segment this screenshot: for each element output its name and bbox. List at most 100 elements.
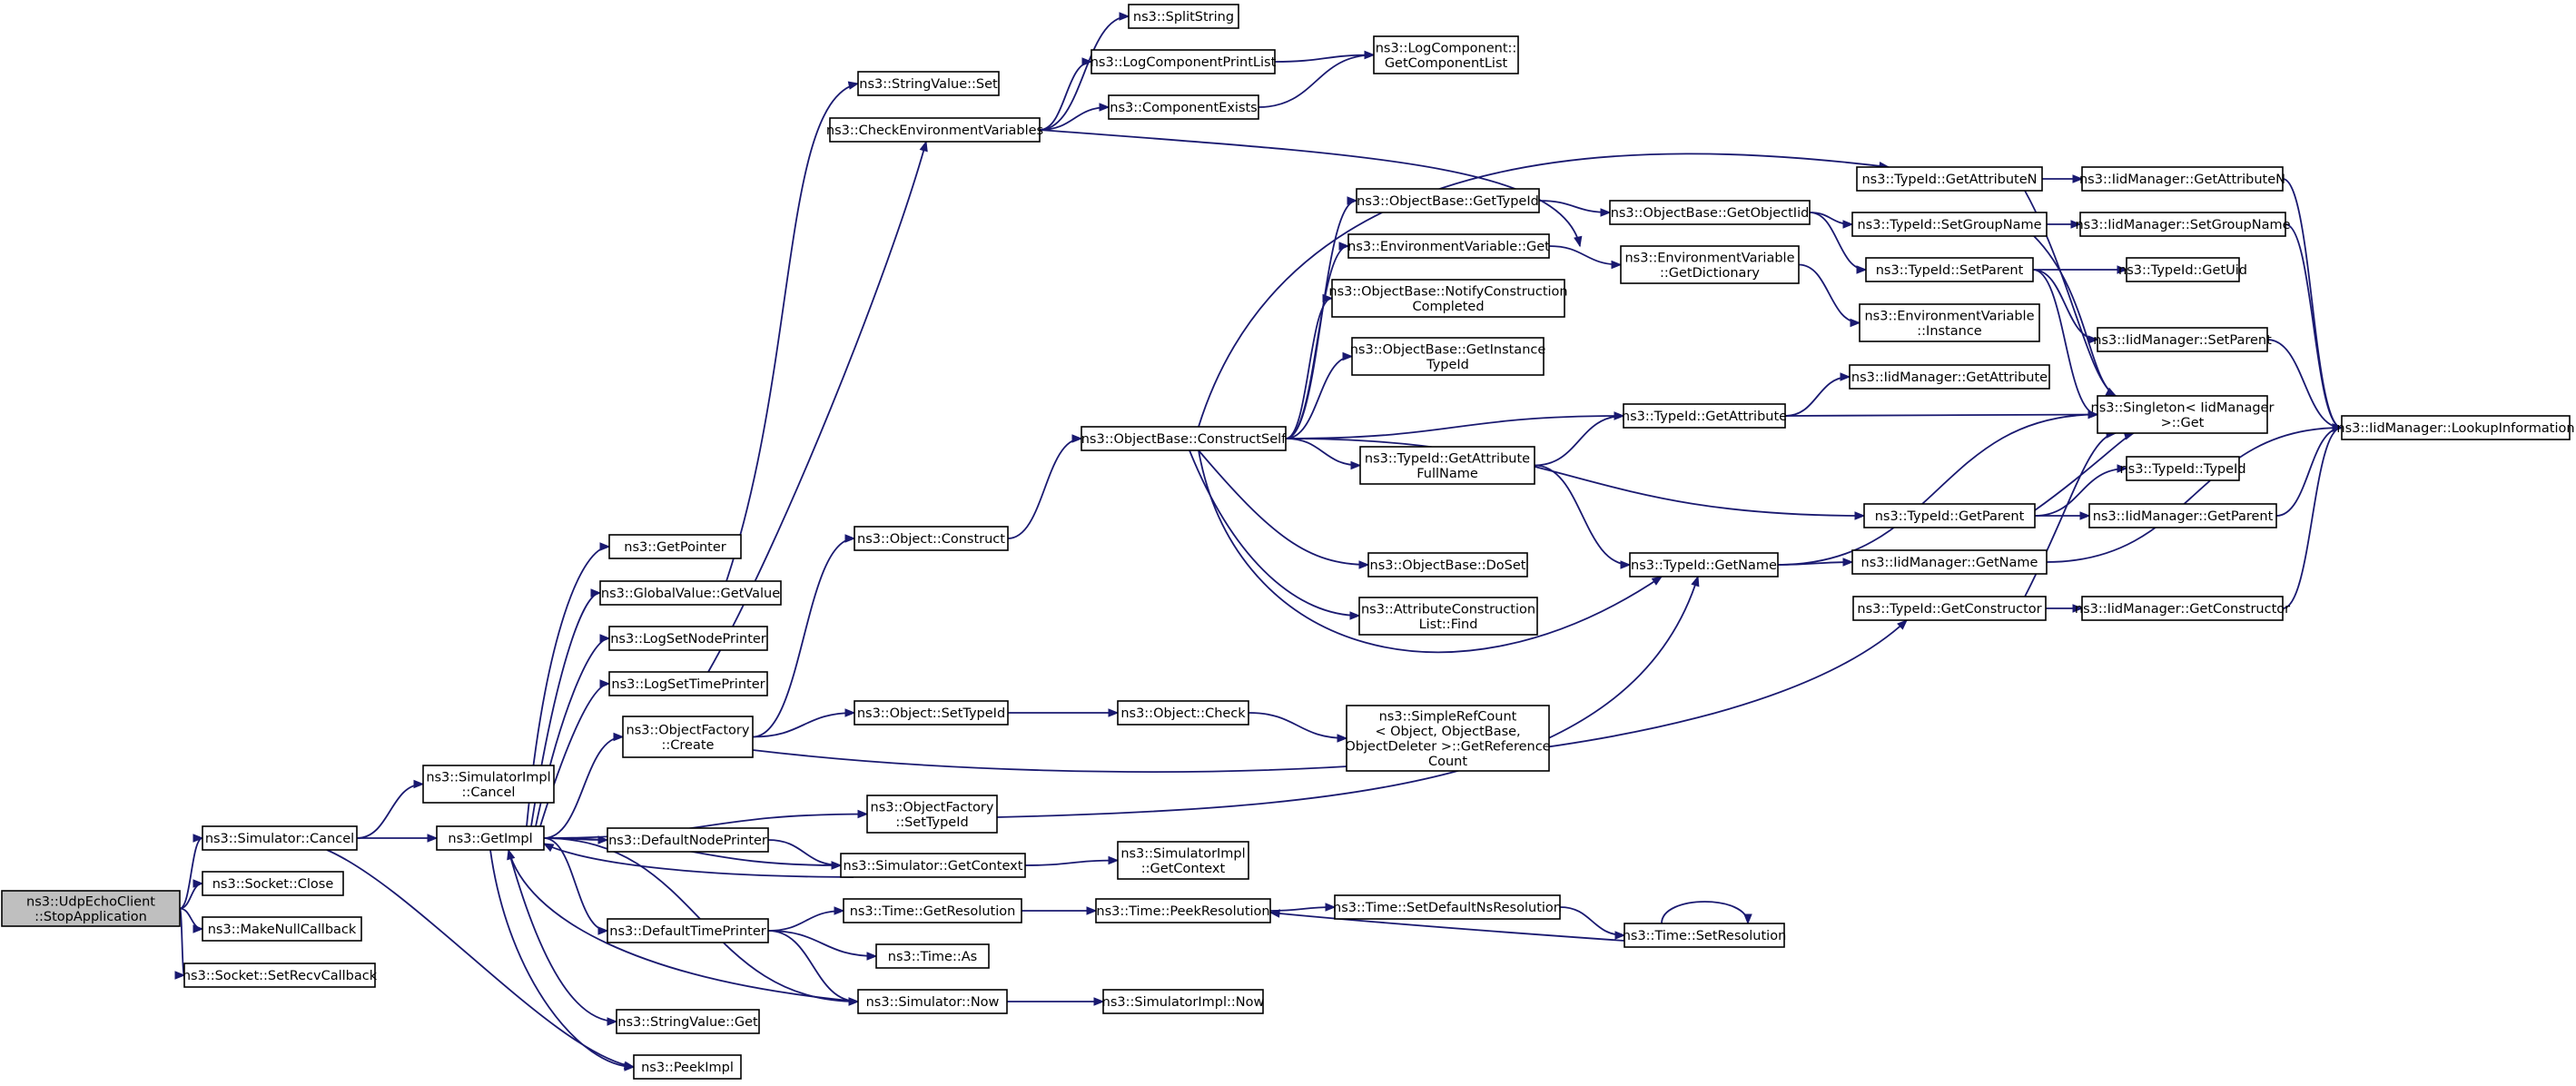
function-node-logSetTime[interactable]: ns3::LogSetTimePrinter — [608, 671, 768, 696]
call-edge-objFactCreate-to-tidGetCtor — [752, 619, 1908, 773]
call-edge-getImpl-to-svGet — [508, 849, 618, 1026]
call-edge-simNow-to-getImpl — [507, 848, 859, 1002]
function-node-gvGetValue[interactable]: ns3::GlobalValue::GetValue — [599, 580, 782, 606]
function-node-simImplGetContext[interactable]: ns3::SimulatorImpl::GetContext — [1117, 841, 1249, 880]
function-node-envInstance[interactable]: ns3::EnvironmentVariable::Instance — [1859, 303, 2040, 342]
function-node-obGetObjectIid[interactable]: ns3::ObjectBase::GetObjectIid — [1609, 200, 1811, 225]
function-node-getPointer[interactable]: ns3::GetPointer — [608, 534, 742, 559]
function-node-iidSetParent[interactable]: ns3::IidManager::SetParent — [2093, 327, 2272, 352]
function-node-iidGetAttr[interactable]: ns3::IidManager::GetAttribute — [1849, 364, 2050, 390]
call-edge-envVarGet-to-envGetDict — [1548, 245, 1623, 270]
node-label: ns3::ObjectBase::GetInstance — [1350, 342, 1546, 357]
function-node-objConstruct[interactable]: ns3::Object::Construct — [854, 526, 1009, 551]
function-node-tidGetAttr[interactable]: ns3::TypeId::GetAttribute — [1622, 403, 1787, 429]
node-label: ns3::StringValue::Get — [617, 1015, 758, 1030]
node-label: ns3::LogSetTimePrinter — [611, 677, 765, 692]
function-node-peekImpl[interactable]: ns3::PeekImpl — [633, 1054, 742, 1080]
function-node-timeGetRes[interactable]: ns3::Time::GetResolution — [843, 898, 1022, 923]
node-label: ns3::TypeId::GetConstructor — [1857, 602, 2041, 617]
call-edge-objConstruct-to-objBaseConstructSelf — [1007, 434, 1083, 539]
node-label: ns3::Socket::Close — [212, 877, 334, 892]
function-node-compExists[interactable]: ns3::ComponentExists — [1108, 94, 1259, 120]
function-node-obGetTypeId[interactable]: ns3::ObjectBase::GetTypeId — [1356, 188, 1540, 213]
function-node-tidGetUid[interactable]: ns3::TypeId::GetUid — [2118, 257, 2247, 282]
call-edge-simGetContext-to-getImpl — [542, 843, 854, 878]
function-node-tidGetCtor[interactable]: ns3::TypeId::GetConstructor — [1852, 596, 2047, 621]
function-node-iidGetParent[interactable]: ns3::IidManager::GetParent — [2088, 503, 2277, 528]
function-node-logCompPrint[interactable]: ns3::LogComponentPrintList — [1091, 49, 1277, 74]
function-node-simGetContext[interactable]: ns3::Simulator::GetContext — [840, 853, 1026, 878]
node-label: List::Find — [1419, 617, 1478, 632]
function-node-singleton[interactable]: ns3::Singleton< IidManager>::Get — [2091, 395, 2275, 434]
call-edge-simGetContext-to-simImplGetContext — [1024, 855, 1120, 866]
function-node-timeSetDefNs[interactable]: ns3::Time::SetDefaultNsResolution — [1333, 894, 1562, 920]
function-node-svGet[interactable]: ns3::StringValue::Get — [616, 1009, 760, 1034]
function-node-timeSetRes[interactable]: ns3::Time::SetResolution — [1623, 923, 1787, 948]
function-node-iidLookup[interactable]: ns3::IidManager::LookupInformation — [2336, 415, 2575, 440]
function-node-obNotify[interactable]: ns3::ObjectBase::NotifyConstructionCompl… — [1328, 279, 1568, 318]
node-label: Completed — [1412, 300, 1484, 314]
function-node-simImplNow[interactable]: ns3::SimulatorImpl::Now — [1102, 989, 1265, 1014]
function-node-simImplCancel[interactable]: ns3::SimulatorImpl::Cancel — [422, 765, 555, 804]
function-node-simCancel[interactable]: ns3::Simulator::Cancel — [202, 825, 358, 851]
function-node-simpleRef[interactable]: ns3::SimpleRefCount< Object, ObjectBase,… — [1345, 705, 1551, 772]
function-node-tidGetAttrN[interactable]: ns3::TypeId::GetAttributeN — [1856, 166, 2043, 192]
call-edge-root-to-makeNull — [179, 907, 204, 933]
function-node-envGetDict[interactable]: ns3::EnvironmentVariable::GetDictionary — [1620, 245, 1800, 284]
function-node-logSetNode[interactable]: ns3::LogSetNodePrinter — [608, 626, 768, 651]
node-label: ns3::ObjectBase::GetTypeId — [1357, 194, 1539, 209]
node-label: ns3::ObjectBase::GetObjectIid — [1611, 206, 1810, 221]
function-node-getImpl[interactable]: ns3::GetImpl — [436, 825, 545, 851]
node-label: ns3::EnvironmentVariable::Get — [1347, 240, 1550, 254]
call-edge-iidGetName-to-iidLookup — [2046, 423, 2344, 563]
function-node-timeAs[interactable]: ns3::Time::As — [875, 943, 990, 969]
function-node-tidGetParent[interactable]: ns3::TypeId::GetParent — [1863, 503, 2036, 528]
function-node-tidSetParent[interactable]: ns3::TypeId::SetParent — [1865, 257, 2034, 282]
function-node-iidGetCtor[interactable]: ns3::IidManager::GetConstructor — [2075, 596, 2290, 621]
function-node-envVarGet[interactable]: ns3::EnvironmentVariable::Get — [1347, 233, 1550, 259]
node-label: ns3::IidManager::GetAttribute — [1851, 370, 2048, 385]
call-edge-objCheck-to-simpleRef — [1248, 712, 1348, 743]
call-edge-tidSetParent-to-singleton — [2032, 269, 2099, 420]
function-node-simNow[interactable]: ns3::Simulator::Now — [857, 989, 1008, 1014]
call-edge-simCancel-to-getImpl — [356, 834, 439, 843]
function-node-makeNull[interactable]: ns3::MakeNullCallback — [202, 916, 362, 942]
function-node-splitString[interactable]: ns3::SplitString — [1128, 4, 1239, 29]
node-label: < Object, ObjectBase, — [1375, 725, 1520, 739]
node-label: Count — [1428, 755, 1467, 769]
node-label: ns3::Time::SetResolution — [1623, 929, 1787, 943]
function-node-defTimePrinter[interactable]: ns3::DefaultTimePrinter — [607, 918, 769, 943]
function-node-root[interactable]: ns3::UdpEchoClient::StopApplication — [1, 890, 181, 927]
node-label: ns3::IidManager::SetParent — [2093, 333, 2272, 348]
function-node-svSet[interactable]: ns3::StringValue::Set — [857, 71, 1000, 96]
function-node-timePeekRes[interactable]: ns3::Time::PeekResolution — [1095, 898, 1271, 923]
function-node-objSetTypeId[interactable]: ns3::Object::SetTypeId — [854, 700, 1009, 726]
call-edge-tidGetParent-to-singleton — [2034, 431, 2136, 511]
node-label: ns3::TypeId::GetUid — [2118, 263, 2247, 278]
function-node-sockClose[interactable]: ns3::Socket::Close — [202, 871, 344, 896]
function-node-objBaseConstructSelf[interactable]: ns3::ObjectBase::ConstructSelf — [1081, 426, 1287, 451]
function-node-tidTypeId[interactable]: ns3::TypeId::TypeId — [2119, 456, 2246, 481]
node-label: ns3::TypeId::GetParent — [1875, 509, 2025, 524]
function-node-logCompGetList[interactable]: ns3::LogComponent::GetComponentList — [1373, 35, 1519, 74]
function-node-obDoSet[interactable]: ns3::ObjectBase::DoSet — [1367, 552, 1528, 578]
function-node-ofSetTypeId[interactable]: ns3::ObjectFactory::SetTypeId — [866, 795, 998, 834]
function-node-objCheck[interactable]: ns3::Object::Check — [1117, 700, 1249, 726]
call-edge-tidGetCtor-to-iidGetCtor — [2046, 604, 2084, 613]
function-node-iidSetGroup[interactable]: ns3::IidManager::SetGroupName — [2075, 212, 2291, 237]
call-edge-tidGetName-to-iidGetName — [1777, 558, 1854, 567]
function-node-tidGetName[interactable]: ns3::TypeId::GetName — [1629, 552, 1779, 578]
function-node-iidGetName[interactable]: ns3::IidManager::GetName — [1851, 549, 2048, 575]
function-node-iidGetAttrN[interactable]: ns3::IidManager::GetAttributeN — [2079, 166, 2285, 192]
call-edge-timeGetRes-to-timePeekRes — [1022, 906, 1098, 915]
function-node-checkEnv[interactable]: ns3::CheckEnvironmentVariables — [826, 117, 1043, 143]
function-node-defNodePrinter[interactable]: ns3::DefaultNodePrinter — [607, 827, 769, 853]
function-node-objFactCreate[interactable]: ns3::ObjectFactory::Create — [622, 716, 754, 758]
function-node-tidSetGroup[interactable]: ns3::TypeId::SetGroupName — [1851, 212, 2048, 237]
node-label: ns3::ObjectBase::ConstructSelf — [1081, 432, 1287, 447]
call-edge-obGetObjectIid-to-tidSetParent — [1809, 212, 1868, 274]
function-node-setRecv[interactable]: ns3::Socket::SetRecvCallback — [183, 963, 378, 988]
